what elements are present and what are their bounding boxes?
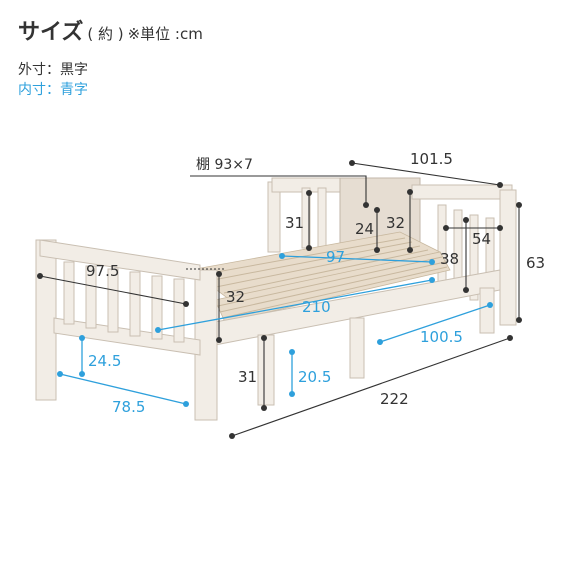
head-32-label: 32 xyxy=(386,214,405,232)
dim-head-24 xyxy=(374,207,380,253)
dim-foot-inner xyxy=(57,371,189,407)
foot-top-rail xyxy=(39,239,201,281)
foot-bar-4 xyxy=(129,271,141,337)
foot-bar-1 xyxy=(63,261,75,325)
shelf-label: 棚 93×7 xyxy=(196,157,253,173)
foot-left-post xyxy=(35,239,57,401)
foot-bar-6 xyxy=(173,278,185,343)
head-right-top-rail xyxy=(411,184,513,200)
dim-inner-length xyxy=(155,277,435,333)
panel-54-label: 54 xyxy=(472,230,491,248)
dim-inner-width xyxy=(279,253,435,265)
side-leg-mid xyxy=(349,317,365,379)
dim-length xyxy=(229,335,513,439)
head-left-bar-2 xyxy=(317,187,327,249)
head-right-bar-3 xyxy=(469,214,479,301)
header: サイズ ( 約 ) ※単位 :cm 外寸：黒字 内寸：青字 xyxy=(18,14,203,100)
dim-width-top xyxy=(349,160,503,188)
dim-side-inner xyxy=(377,302,493,345)
dim-foot-height xyxy=(216,271,222,343)
head-24-label: 24 xyxy=(355,220,374,238)
length-label: 222 xyxy=(380,390,409,408)
foot-bar-3 xyxy=(107,268,119,333)
dim-leg-inner xyxy=(79,335,85,377)
unit-label: ※単位 :cm xyxy=(127,25,203,43)
inner-length-label: 210 xyxy=(302,298,331,316)
head-right-bar-1 xyxy=(437,204,447,291)
dim-head-32 xyxy=(407,189,413,253)
foot-inner-label: 78.5 xyxy=(112,398,145,416)
height-total-label: 63 xyxy=(526,254,545,272)
head-right-post xyxy=(499,189,517,326)
side-leg-back xyxy=(479,287,495,334)
title-row: サイズ ( 約 ) ※単位 :cm xyxy=(18,14,203,46)
dim-under-inner xyxy=(289,349,295,397)
width-top-label: 101.5 xyxy=(410,150,453,168)
under-height-label: 31 xyxy=(238,368,257,386)
head-height-label: 31 xyxy=(285,214,304,232)
dim-shelf xyxy=(190,175,369,208)
foot-height-label: 32 xyxy=(226,288,245,306)
legend-outer: 外寸：黒字 xyxy=(18,62,88,78)
legend: 外寸：黒字 内寸：青字 xyxy=(18,60,203,100)
under-inner-label: 20.5 xyxy=(298,368,331,386)
leg-inner-label: 24.5 xyxy=(88,352,121,370)
foot-width-label: 97.5 xyxy=(86,262,119,280)
dim-foot-width xyxy=(37,273,189,307)
inner-width-label: 97 xyxy=(326,248,345,266)
page-title: サイズ xyxy=(18,20,84,45)
dim-panel-54 xyxy=(443,225,503,231)
foot-bar-5 xyxy=(151,275,163,340)
dim-panel-38 xyxy=(463,217,469,293)
dim-under-height xyxy=(261,335,267,411)
panel-38-label: 38 xyxy=(440,250,459,268)
bed-illustration xyxy=(35,177,517,421)
dim-height-total xyxy=(516,202,522,323)
side-inner-label: 100.5 xyxy=(420,328,463,346)
approx-label: ( 約 ) xyxy=(87,25,124,43)
side-rail xyxy=(214,269,501,406)
foot-bar-2 xyxy=(85,265,97,329)
side-leg-front xyxy=(257,334,275,406)
foot-frame xyxy=(35,239,218,421)
dim-head-height xyxy=(306,190,312,251)
legend-inner: 内寸：青字 xyxy=(18,82,88,98)
